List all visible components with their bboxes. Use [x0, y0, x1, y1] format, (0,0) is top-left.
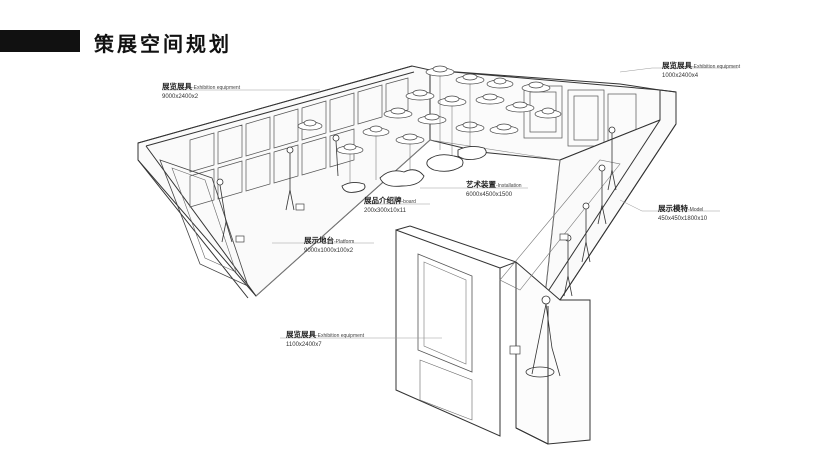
label-zh: 艺术装置 [466, 180, 496, 189]
page-title: 策展空间规划 [94, 32, 232, 56]
front-wall [395, 229, 501, 437]
label-en: -board [401, 199, 416, 205]
label-board: 展品介绍牌-board 200x300x10x11 [364, 196, 416, 216]
mannequins [216, 126, 617, 378]
label-en: -Exhibition equipment [316, 333, 365, 339]
label-installation: 艺术装置-Installation 6000x4500x1500 [466, 180, 522, 200]
label-zh: 展示模特 [658, 204, 688, 213]
label-zh: 展览展具 [286, 330, 316, 339]
label-en: -Exhibition equipment [192, 85, 241, 91]
label-dimension: 9000x2400x2 [162, 94, 199, 100]
label-dimension: 1000x2400x4 [662, 73, 699, 79]
label-en: -Model [688, 207, 704, 213]
title-accent-bar [0, 30, 80, 52]
label-en: -Installation [496, 183, 522, 189]
installation-stems [349, 76, 471, 186]
label-dimension: 6000x4500x1500 [466, 192, 513, 198]
label-zh: 展览展具 [662, 61, 692, 70]
label-model: 展示模特-Model 450x450x1800x10 [658, 204, 707, 224]
label-en: -Platform [334, 239, 355, 245]
leader-lines [162, 67, 738, 339]
left-door-frame [159, 159, 249, 287]
intro-boards [235, 203, 569, 355]
label-platform: 展示地台-Platform 9000x1000x100x2 [304, 236, 354, 256]
label-wall-equipment-right: 展览展具-Exhibition equipment 1000x2400x4 [662, 61, 740, 81]
label-dimension: 1100x2400x7 [286, 342, 322, 348]
label-dimension: 9000x1000x100x2 [304, 248, 354, 254]
runway-platform [499, 159, 621, 291]
label-wall-equipment-front: 展览展具-Exhibition equipment 1100x2400x7 [286, 330, 364, 350]
label-zh: 展示地台 [304, 236, 334, 245]
installation-bases [341, 145, 487, 193]
art-installation [297, 65, 562, 155]
label-zh: 展览展具 [162, 82, 192, 91]
left-wall-panels [189, 77, 409, 208]
label-en: -Exhibition equipment [692, 64, 741, 70]
label-dimension: 200x300x10x11 [364, 208, 406, 214]
label-zh: 展品介绍牌 [364, 196, 402, 205]
floor-outline [255, 139, 561, 297]
label-wall-equipment-left: 展览展具-Exhibition equipment 9000x2400x2 [162, 82, 240, 102]
label-dimension: 450x450x1800x10 [658, 216, 708, 222]
